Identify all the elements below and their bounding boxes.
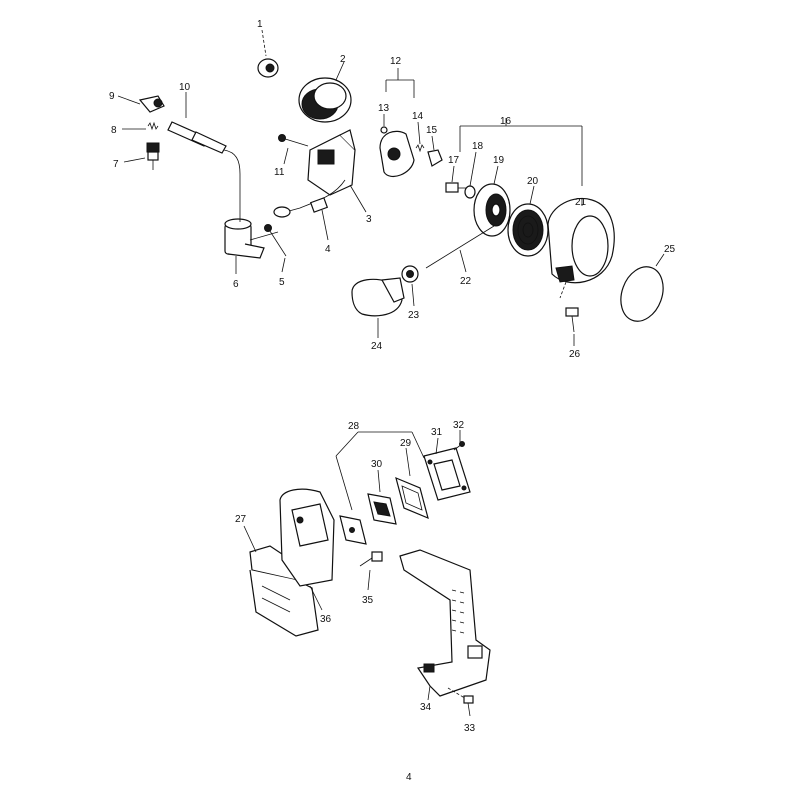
callout-6: 6 [233,279,239,290]
callout-23: 23 [408,310,420,321]
callout-1: 1 [257,19,263,30]
part-21-starter-housing [547,197,615,299]
callout-3: 3 [366,214,372,225]
callout-14: 14 [412,111,424,122]
callout-5: 5 [279,277,285,288]
part-15-pawl [427,135,443,167]
page-number: 4 [406,772,412,783]
part-25-o-ring [620,253,665,322]
part-29-gasket [395,447,429,520]
callout-33: 33 [464,723,476,734]
callout-27: 27 [235,514,247,525]
callout-20: 20 [527,176,539,187]
callout-7: 7 [113,159,119,170]
part-18-washer [464,151,477,199]
callout-15: 15 [426,125,438,136]
part-34-bracket [399,549,491,701]
callout-2: 2 [340,54,346,65]
part-4-wire-connector [273,179,346,241]
callout-36: 36 [320,614,332,625]
callout-labels: 1 2 3 4 5 6 7 8 9 10 11 12 13 14 15 16 1… [109,19,676,734]
part-23-bushing [401,265,419,307]
callout-21: 21 [575,197,587,208]
callout-30: 30 [371,459,383,470]
callout-4: 4 [325,244,331,255]
part-11-screw [278,134,309,165]
callout-34: 34 [420,702,432,713]
callout-28: 28 [348,421,360,432]
part-13-clip [380,114,388,134]
part-32-screw [453,430,465,451]
callout-29: 29 [400,438,412,449]
part-31-exhaust-plate [423,437,471,501]
part-28-group-bracket [335,431,425,511]
part-33-screw [447,687,474,717]
part-36-muffler [279,488,335,611]
part-12-pawl-carrier [379,68,415,177]
part-28-gasket [339,515,367,545]
part-17-bolt [445,165,468,193]
callout-16: 16 [500,116,512,127]
callout-9: 9 [109,91,115,102]
callout-11: 11 [274,167,285,178]
callout-10: 10 [179,82,191,93]
callout-22: 22 [460,276,472,287]
callout-26: 26 [569,349,581,360]
part-9-spark-plug-boot [117,95,165,113]
part-19-rope-pulley [473,165,511,237]
callout-25: 25 [664,244,676,255]
part-2-flywheel [298,61,352,123]
part-7-spark-plug [123,142,160,170]
part-16-group-bracket [459,118,583,186]
part-10-ht-lead [167,92,241,222]
callout-32: 32 [453,420,465,431]
callout-13: 13 [378,103,390,114]
callout-31: 31 [431,427,443,438]
part-35-bolt [359,551,383,591]
part-14-spring [415,121,425,153]
callout-24: 24 [371,341,383,352]
callout-18: 18 [472,141,484,152]
callout-12: 12 [390,56,402,67]
callout-17: 17 [448,155,460,166]
part-3-ignition-module [307,129,367,213]
part-22-starter-rope [425,225,495,273]
callout-35: 35 [362,595,374,606]
part-6-coil [224,218,279,274]
part-27-heat-shield [243,525,319,637]
callout-19: 19 [493,155,505,166]
part-30-plate [367,469,397,525]
part-1-nut [257,29,279,78]
part-20-recoil-spring [507,185,549,257]
part-24-starter-handle [351,277,405,338]
part-8-spring [122,121,159,131]
part-26-screw [565,307,579,346]
part-5-screw [264,224,287,273]
callout-8: 8 [111,125,117,136]
